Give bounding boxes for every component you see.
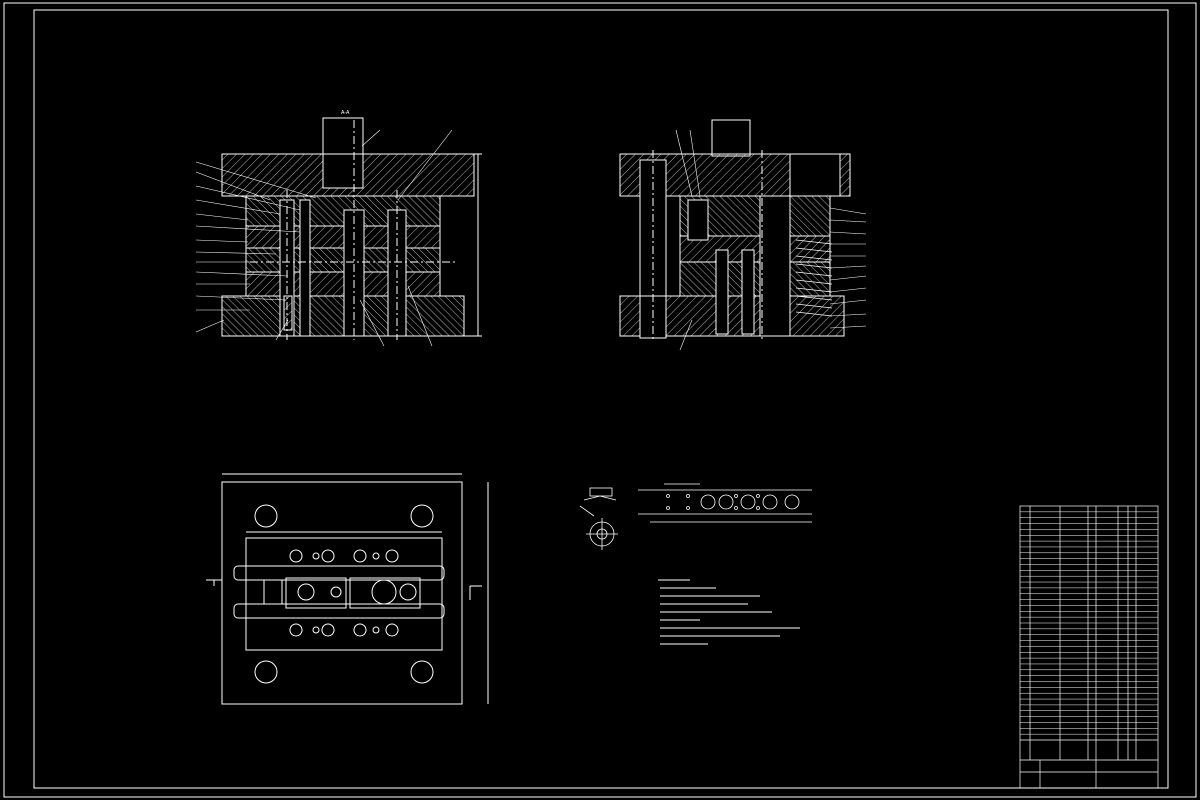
parts-list-rows: [1020, 511, 1158, 735]
title-block: [1019, 505, 1159, 789]
front-section-view: [195, 117, 482, 347]
die-plate: [245, 247, 441, 273]
strip-layout: [638, 483, 812, 523]
technical-notes: [658, 579, 800, 645]
side-section-view: [619, 119, 867, 351]
side-shank: [711, 119, 751, 157]
punch-plate: [245, 195, 441, 227]
stripper-plate: [245, 225, 441, 249]
part-detail: [579, 487, 618, 550]
plan-view: [206, 473, 489, 705]
sheet-outer-border: [3, 2, 1197, 798]
sheet-inner-border: [33, 9, 1169, 789]
plan-outline: [221, 481, 463, 705]
section-label: A-A: [341, 110, 350, 116]
side-lower-plate: [679, 261, 831, 297]
lower-die-base: [221, 295, 465, 337]
